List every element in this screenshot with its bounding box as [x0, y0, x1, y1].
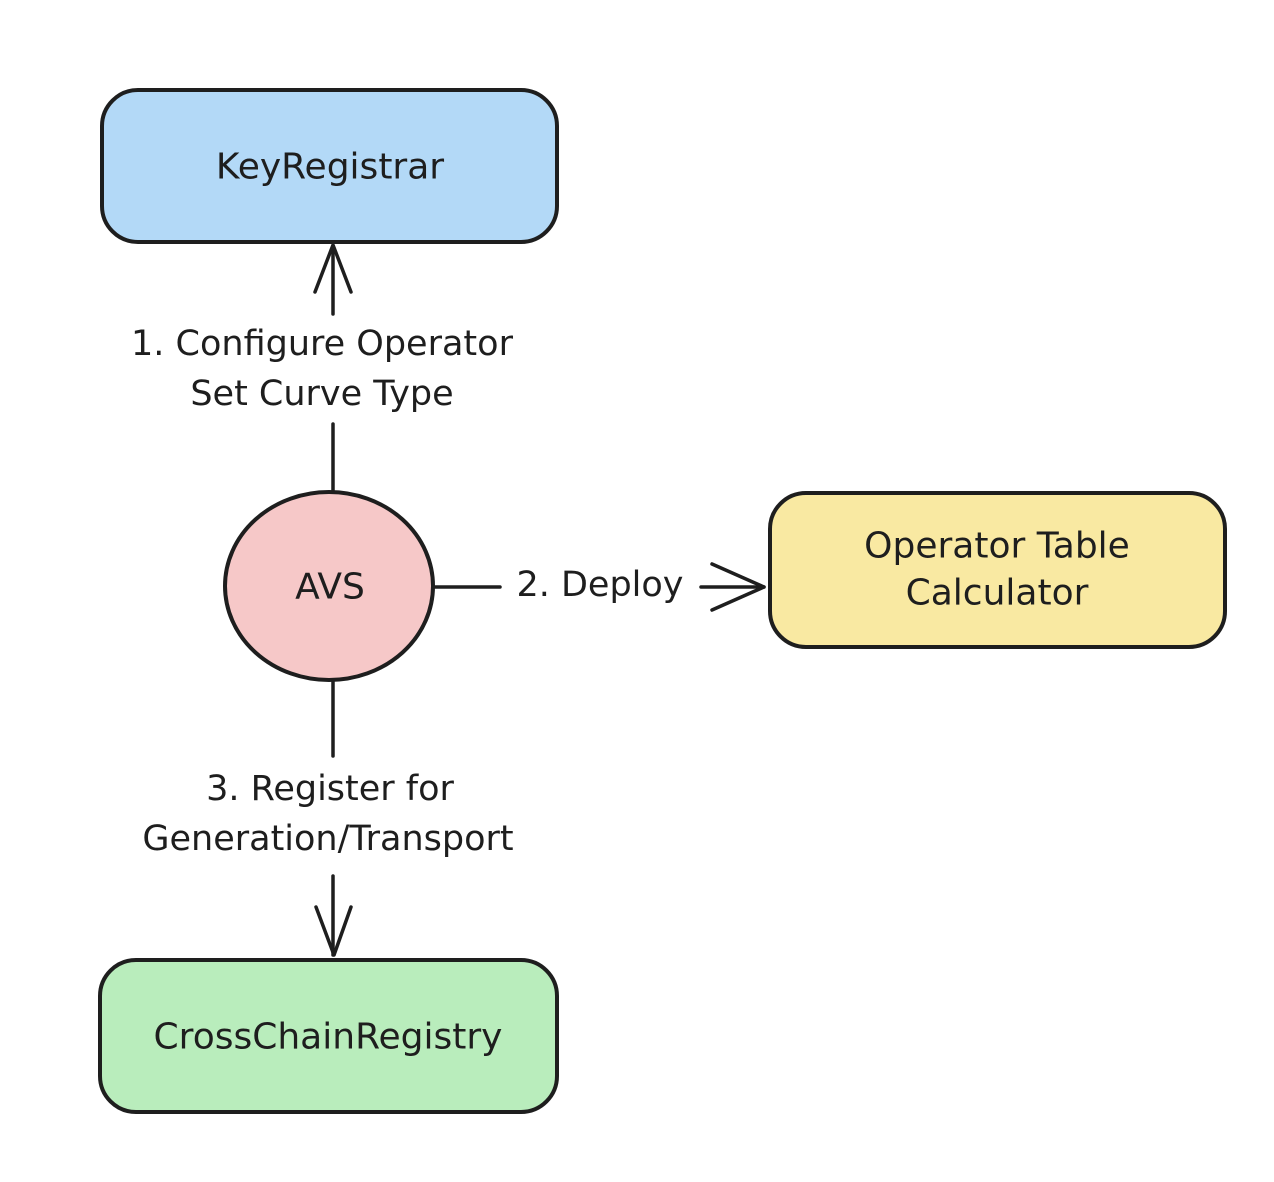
- operator-table-calculator-label-line1: Operator Table: [864, 526, 1130, 567]
- node-key-registrar: KeyRegistrar: [100, 88, 559, 244]
- cross-chain-registry-box: [98, 958, 559, 1114]
- edge-deploy-label: 2. Deploy: [516, 565, 683, 605]
- edge-configure-label-line1: 1. Configure Operator: [131, 324, 514, 364]
- edge-register-label-line1: 3. Register for: [206, 769, 454, 809]
- avs-label: AVS: [295, 567, 365, 608]
- operator-table-calculator-label-line2: Calculator: [906, 573, 1089, 614]
- avs-circle: [223, 490, 435, 682]
- edge-register-label-line2: Generation/Transport: [142, 819, 513, 859]
- edge-configure-curve-type: 1. Configure Operator Set Curve Type: [131, 243, 514, 495]
- cross-chain-registry-label: CrossChainRegistry: [154, 1017, 503, 1058]
- node-cross-chain-registry: CrossChainRegistry: [98, 958, 559, 1114]
- key-registrar-box: [100, 88, 559, 244]
- arrowhead-down-icon: [314, 905, 353, 957]
- edge-configure-label-line2: Set Curve Type: [190, 374, 453, 414]
- node-operator-table-calculator: Operator Table Calculator: [768, 491, 1227, 649]
- arrowhead-up-icon: [313, 243, 353, 294]
- edge-deploy: 2. Deploy: [431, 562, 766, 612]
- operator-table-calculator-box: [768, 491, 1227, 649]
- node-avs: AVS: [223, 490, 435, 682]
- edge-register-generation-transport: 3. Register for Generation/Transport: [142, 678, 514, 957]
- key-registrar-label: KeyRegistrar: [216, 147, 444, 188]
- arrowhead-right-icon: [710, 562, 766, 612]
